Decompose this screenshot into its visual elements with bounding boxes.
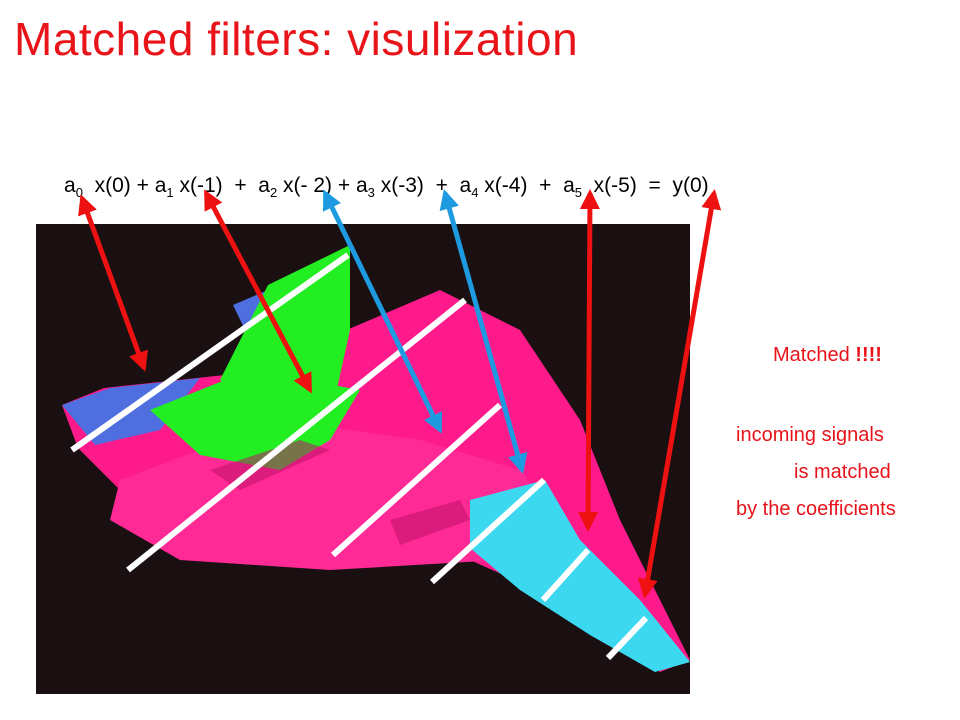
arrow-term-3	[439, 189, 528, 474]
sample-line	[605, 615, 649, 661]
slide-title: Matched filters: visulization	[14, 13, 579, 65]
sample-line	[540, 547, 591, 603]
arrow-term-2	[322, 189, 443, 434]
arrow-term-1	[203, 189, 313, 394]
annotation-line-1: incoming signals	[736, 424, 884, 446]
matched-label: Matched !!!!	[773, 344, 882, 366]
sample-line	[429, 477, 547, 585]
term-0: a0 x(0)	[64, 174, 131, 200]
annotation-line-3: by the coefficients	[736, 498, 896, 520]
arrow-term-5	[637, 189, 722, 599]
arrow-term-0	[78, 194, 148, 372]
arrow-term-4	[578, 189, 600, 532]
fighter-jet-image	[36, 224, 690, 694]
matched-emphasis: !!!!	[855, 344, 882, 366]
jet-nose-cockpit	[470, 480, 690, 672]
annotation-line-2: is matched	[794, 461, 891, 483]
coefficient-arrows	[78, 189, 722, 599]
